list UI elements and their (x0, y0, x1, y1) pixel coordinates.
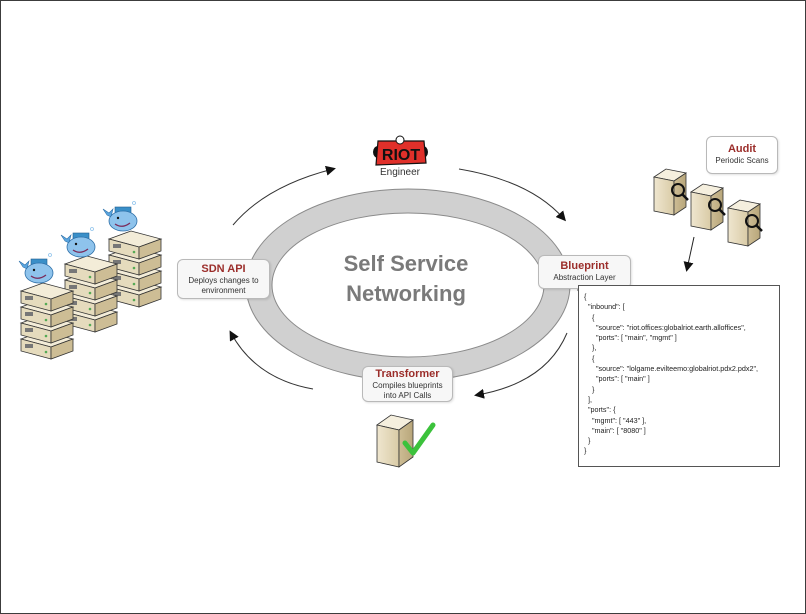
server-unit-icon (107, 230, 163, 260)
blueprint-subtitle: Abstraction Layer (553, 273, 616, 282)
server-stack (18, 253, 75, 360)
audit-title: Audit (727, 143, 757, 155)
arrow-audit-to-json (683, 236, 695, 272)
cycle-ring (245, 188, 571, 382)
center-title: Self Service Networking (301, 249, 511, 309)
server-checkmark-icon (376, 414, 436, 468)
riot-logo-icon: RIOT (373, 135, 428, 166)
server-unit-icon (63, 255, 119, 285)
center-title-line2: Networking (346, 281, 466, 306)
audit-servers (652, 168, 763, 247)
engineer-label: Engineer (379, 167, 421, 178)
audit-subtitle: Periodic Scans (715, 156, 769, 165)
sdn-api-node: SDN API Deploys changes to environment (177, 259, 270, 299)
center-title-line1: Self Service (343, 251, 469, 276)
server-magnifier-icon (726, 199, 763, 247)
blueprint-node: Blueprint Abstraction Layer (538, 255, 631, 289)
svg-text:RIOT: RIOT (382, 147, 420, 164)
transformer-node: Transformer Compiles blueprints into API… (362, 366, 453, 402)
sdn-api-subtitle-line2: environment (201, 286, 246, 295)
docker-whale-server-stacks (18, 201, 163, 360)
transformer-subtitle-line2: into API Calls (383, 391, 432, 400)
server-magnifier-icon (689, 183, 726, 231)
audit-node: Audit Periodic Scans (706, 136, 778, 174)
blueprint-json-code: { "inbound": [ { "source": "riot.offices… (584, 292, 759, 456)
docker-whale-icon (60, 227, 96, 258)
arrow-transformer-to-sdn (229, 330, 314, 390)
blueprint-title: Blueprint (560, 260, 609, 272)
docker-whale-icon (18, 253, 54, 284)
blueprint-json-panel: { "inbound": [ { "source": "riot.offices… (578, 285, 780, 467)
server-magnifier-icon (652, 168, 689, 216)
sdn-api-subtitle-line1: Deploys changes to (188, 276, 259, 285)
transformer-title: Transformer (375, 368, 440, 380)
docker-whale-icon (102, 201, 138, 232)
arrow-blueprint-to-transformer (474, 332, 568, 399)
arrow-engineer-to-blueprint (458, 168, 566, 222)
server-unit-icon (19, 282, 75, 312)
sdn-api-title: SDN API (201, 263, 246, 275)
arrow-sdn-to-engineer (232, 165, 336, 226)
transformer-subtitle-line1: Compiles blueprints (372, 381, 443, 390)
